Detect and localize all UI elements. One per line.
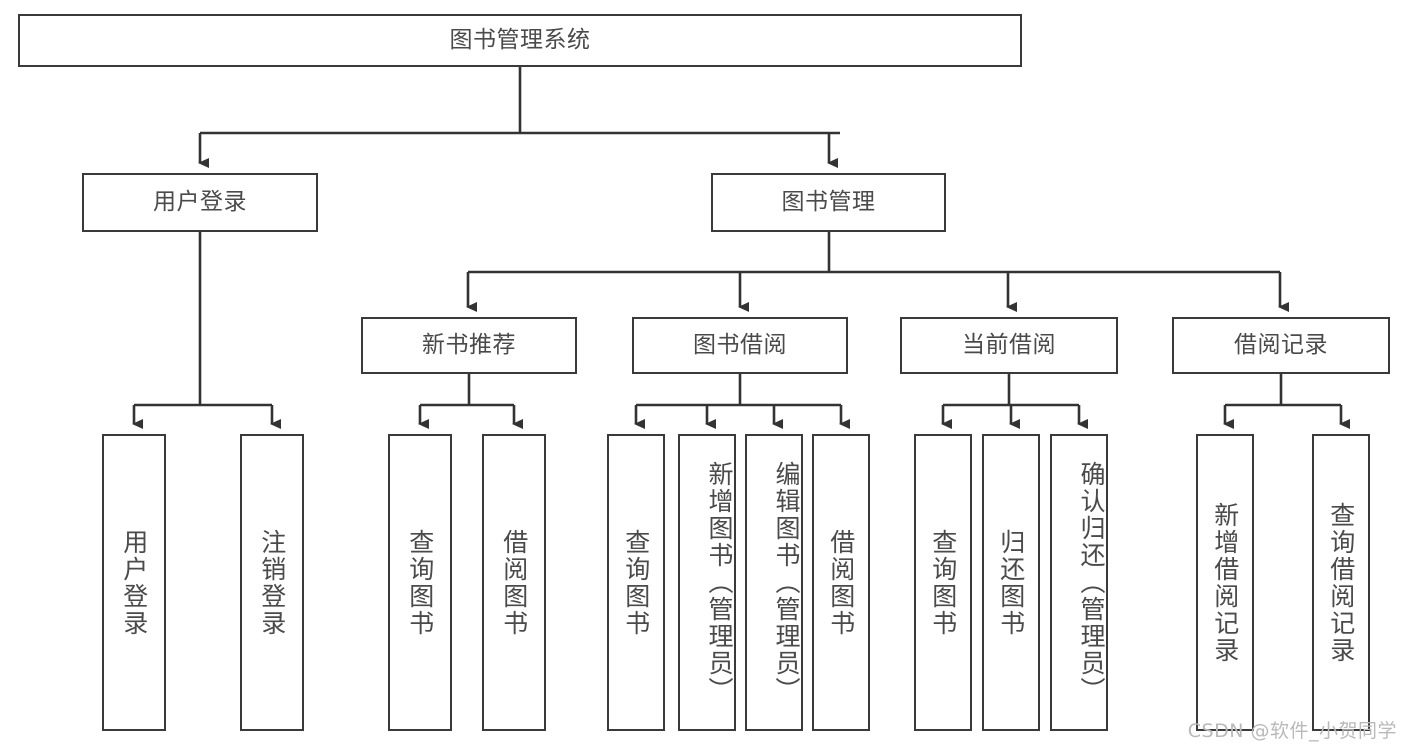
- node-leaf-query-borrow-record[interactable]: 查询借阅记录: [1312, 434, 1370, 731]
- node-current-borrow[interactable]: 当前借阅: [900, 317, 1118, 374]
- node-leaf-user-logout-label: 注销登录: [257, 528, 287, 637]
- node-leaf-add-book-admin[interactable]: 新增图书（管理员）: [678, 434, 736, 731]
- node-leaf-borrow-book[interactable]: 借阅图书: [812, 434, 870, 731]
- node-root-label: 图书管理系统: [449, 26, 591, 53]
- node-book-borrow[interactable]: 图书借阅: [632, 317, 848, 374]
- node-leaf-borrow-book-rec[interactable]: 借阅图书: [482, 434, 546, 731]
- node-user-login[interactable]: 用户登录: [82, 173, 318, 232]
- node-leaf-user-login[interactable]: 用户登录: [102, 434, 166, 731]
- node-book-manage[interactable]: 图书管理: [711, 173, 946, 232]
- node-leaf-return-book[interactable]: 归还图书: [982, 434, 1040, 731]
- node-leaf-add-borrow-record-label: 新增借阅记录: [1210, 501, 1240, 664]
- node-leaf-confirm-return-admin[interactable]: 确认归还（管理员）: [1050, 434, 1108, 731]
- node-leaf-add-book-admin-label: 新增图书（管理员）: [705, 461, 734, 704]
- node-book-manage-label: 图书管理: [781, 188, 876, 215]
- node-leaf-edit-book-admin-label: 编辑图书（管理员）: [772, 461, 801, 704]
- node-root-system[interactable]: 图书管理系统: [18, 14, 1022, 67]
- node-leaf-edit-book-admin[interactable]: 编辑图书（管理员）: [745, 434, 803, 731]
- node-leaf-query-book-borrow-label: 查询图书: [621, 528, 651, 637]
- node-new-book-recommend-label: 新书推荐: [422, 331, 516, 358]
- node-borrow-record-label: 借阅记录: [1234, 331, 1328, 358]
- node-leaf-query-book-borrow[interactable]: 查询图书: [607, 434, 665, 731]
- node-leaf-user-logout[interactable]: 注销登录: [240, 434, 304, 731]
- node-leaf-query-book-rec[interactable]: 查询图书: [388, 434, 452, 731]
- node-leaf-user-login-label: 用户登录: [119, 528, 149, 637]
- node-leaf-return-book-label: 归还图书: [996, 528, 1026, 637]
- node-leaf-query-book-cur[interactable]: 查询图书: [914, 434, 972, 731]
- node-book-borrow-label: 图书借阅: [693, 331, 787, 358]
- node-leaf-add-borrow-record[interactable]: 新增借阅记录: [1196, 434, 1254, 731]
- node-borrow-record[interactable]: 借阅记录: [1172, 317, 1390, 374]
- node-leaf-borrow-book-rec-label: 借阅图书: [499, 528, 529, 637]
- node-leaf-query-borrow-record-label: 查询借阅记录: [1326, 501, 1356, 664]
- node-leaf-query-book-cur-label: 查询图书: [928, 528, 958, 637]
- node-user-login-label: 用户登录: [153, 188, 247, 215]
- node-leaf-query-book-rec-label: 查询图书: [405, 528, 435, 637]
- node-new-book-recommend[interactable]: 新书推荐: [361, 317, 577, 374]
- watermark-text: CSDN @软件_小贺同学: [1187, 720, 1397, 742]
- node-current-borrow-label: 当前借阅: [962, 331, 1056, 358]
- node-leaf-borrow-book-label: 借阅图书: [826, 528, 856, 637]
- node-leaf-confirm-return-admin-label: 确认归还（管理员）: [1077, 461, 1106, 704]
